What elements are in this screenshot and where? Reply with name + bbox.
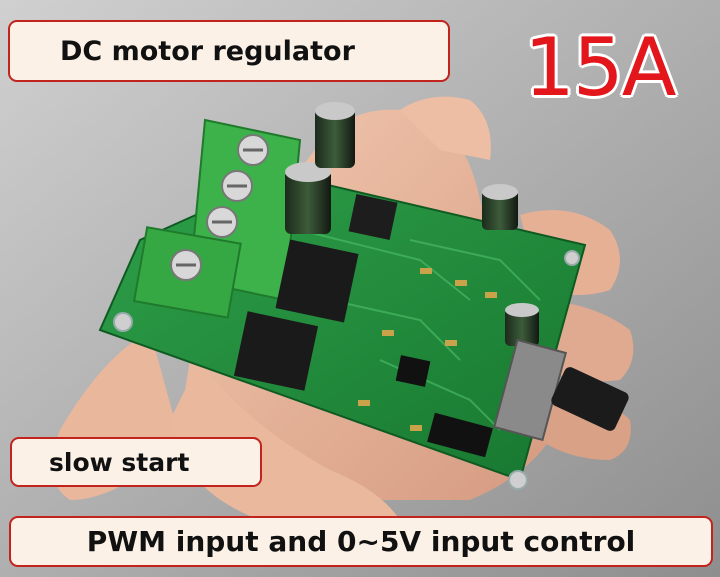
slow-start-label: slow start	[10, 437, 262, 487]
smd-components	[358, 268, 497, 431]
mounting-hole	[113, 312, 133, 332]
capacitors	[285, 102, 539, 346]
current-rating: 15A	[524, 21, 677, 114]
pin-header	[427, 412, 493, 458]
mounting-hole	[564, 250, 580, 266]
mounting-hole	[508, 470, 528, 490]
mosfets	[233, 194, 431, 391]
potentiometer	[492, 338, 629, 442]
thumb-top	[400, 96, 491, 160]
product-title-label: DC motor regulator	[8, 20, 450, 82]
screw-terminal-block	[132, 118, 302, 319]
input-control-label: PWM input and 0~5V input control	[9, 516, 713, 567]
